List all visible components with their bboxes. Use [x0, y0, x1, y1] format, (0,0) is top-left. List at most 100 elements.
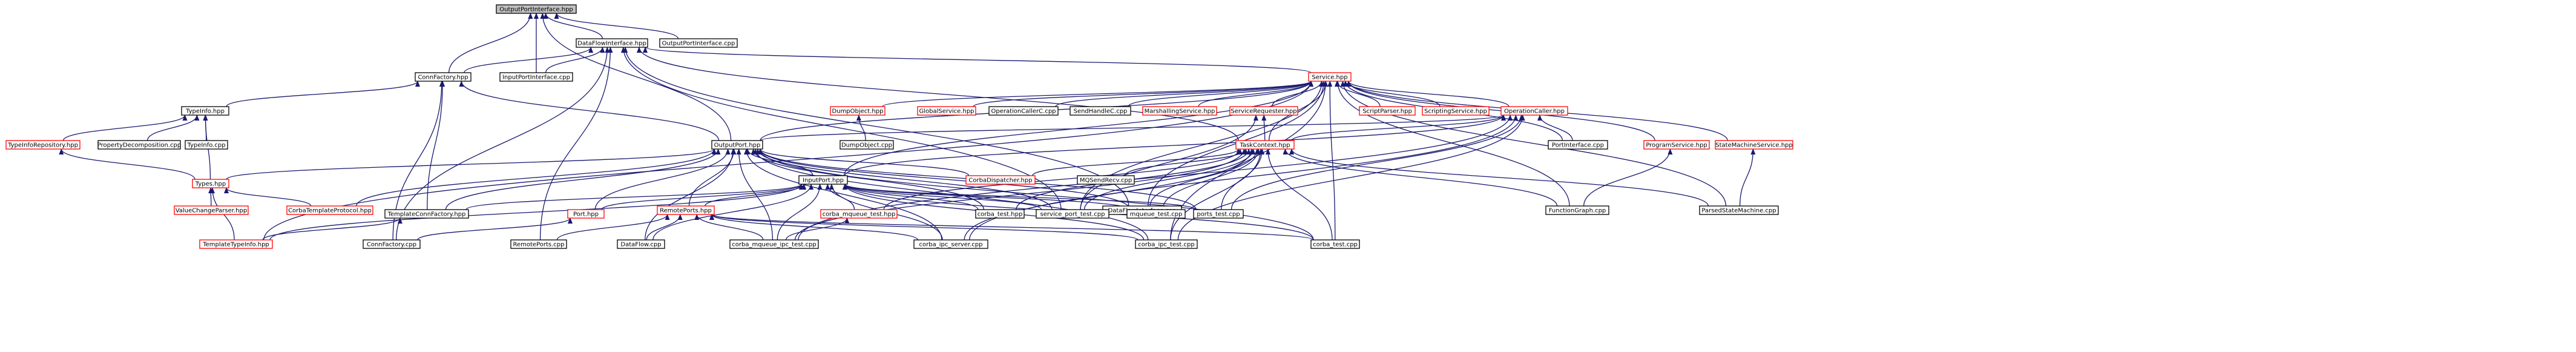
- include-edge: [445, 148, 721, 210]
- include-edge: [1583, 148, 1673, 207]
- node-propertydecomposition-cpp[interactable]: PropertyDecomposition.cpp: [97, 140, 182, 150]
- node-remoteports-cpp[interactable]: RemotePorts.cpp: [510, 239, 567, 249]
- node-box: [1135, 239, 1198, 249]
- node-outputportinterface-cpp[interactable]: OutputPortInterface.cpp: [659, 38, 738, 48]
- node-box: [1308, 72, 1352, 82]
- node-layer: OutputPortInterface.hppDataFlowInterface…: [5, 4, 1793, 249]
- node-inputportinterface-cpp[interactable]: InputPortInterface.cpp: [499, 72, 573, 82]
- node-corba-mqueue-test-hpp[interactable]: corba_mqueue_test.hpp: [820, 209, 898, 219]
- node-box: [729, 239, 819, 249]
- node-corba-test-hpp[interactable]: corba_test.hpp: [975, 209, 1025, 219]
- include-edge: [883, 148, 1243, 210]
- node-templatetypeinfo-hpp[interactable]: TemplateTypeInfo.hpp: [199, 239, 273, 249]
- node-label: StateMachineService.hpp: [1715, 142, 1793, 149]
- node-box: [659, 38, 738, 48]
- include-edge: [798, 115, 1513, 241]
- node-box: [1548, 140, 1608, 150]
- node-label: TaskContext.hpp: [1240, 142, 1290, 149]
- node-typeinforepository-hpp[interactable]: TypeInfoRepository.hpp: [5, 140, 80, 150]
- node-remoteports-hpp[interactable]: RemotePorts.hpp: [657, 205, 715, 215]
- node-label: SendHandleC.cpp: [1074, 108, 1128, 115]
- node-box: [286, 205, 373, 215]
- node-ports-test-cpp[interactable]: ports_test.cpp: [1193, 209, 1244, 219]
- node-scriptingservice-hpp[interactable]: ScriptingService.hpp: [1422, 106, 1490, 116]
- include-edge: [1265, 148, 1333, 241]
- node-connfactory-cpp[interactable]: ConnFactory.cpp: [363, 239, 421, 249]
- node-corba-ipc-test-cpp[interactable]: corba_ipc_test.cpp: [1135, 239, 1198, 249]
- node-corba-test-cpp[interactable]: corba_test.cpp: [1310, 239, 1360, 249]
- node-portinterface-cpp[interactable]: PortInterface.cpp: [1548, 140, 1608, 150]
- node-service-port-test-cpp[interactable]: service_port_test.cpp: [1036, 209, 1109, 219]
- node-operationcallerc-cpp[interactable]: OperationCallerC.cpp: [988, 106, 1059, 116]
- node-mqueue-test-cpp[interactable]: mqueue_test.cpp: [1126, 209, 1186, 219]
- include-edge: [1346, 81, 1510, 107]
- node-operationcaller-hpp[interactable]: OperationCaller.hpp: [1500, 106, 1568, 116]
- node-statemachineservice-hpp[interactable]: StateMachineService.hpp: [1715, 140, 1793, 150]
- node-corbatemplateprotocol-hpp[interactable]: CorbaTemplateProtocol.hpp: [286, 205, 373, 215]
- node-dataflow-cpp[interactable]: DataFlow.cpp: [617, 239, 665, 249]
- node-label: DataFlow.cpp: [620, 242, 661, 248]
- node-label: TemplateTypeInfo.hpp: [202, 242, 269, 248]
- node-typeinfo-cpp[interactable]: TypeInfo.cpp: [185, 140, 228, 150]
- node-inputport-hpp[interactable]: InputPort.hpp: [798, 175, 848, 185]
- include-edge: [1177, 115, 1525, 241]
- include-edge: [554, 13, 679, 39]
- node-service-hpp[interactable]: Service.hpp: [1308, 72, 1352, 82]
- node-programservice-hpp[interactable]: ProgramService.hpp: [1643, 140, 1710, 150]
- node-connfactory-hpp[interactable]: ConnFactory.hpp: [415, 72, 472, 82]
- node-dumpobject-hpp[interactable]: DumpObject.hpp: [830, 106, 886, 116]
- include-edge: [556, 214, 670, 241]
- include-edge: [882, 81, 1313, 107]
- include-edge: [448, 13, 533, 73]
- include-edge: [694, 214, 764, 241]
- node-port-hpp[interactable]: Port.hpp: [567, 209, 605, 219]
- include-edge: [262, 218, 402, 241]
- node-types-hpp[interactable]: Types.hpp: [192, 179, 229, 188]
- node-box: [1077, 175, 1135, 185]
- node-parsedstatemachine-cpp[interactable]: ParsedStateMachine.cpp: [1699, 205, 1779, 215]
- node-label: ProgramService.hpp: [1646, 142, 1707, 149]
- include-edge: [1291, 115, 1506, 141]
- include-edge: [62, 115, 188, 141]
- node-label: RemotePorts.cpp: [513, 242, 565, 248]
- include-edge: [1032, 148, 1241, 176]
- node-outputport-hpp[interactable]: OutputPort.hpp: [711, 140, 763, 150]
- include-edge: [643, 47, 1312, 73]
- node-box: [965, 175, 1036, 185]
- include-edge: [1055, 81, 1313, 107]
- node-box: [1500, 106, 1568, 116]
- node-box: [711, 140, 763, 150]
- node-box: [1070, 106, 1131, 116]
- node-sendhandlec-cpp[interactable]: SendHandleC.cpp: [1070, 106, 1131, 116]
- node-functiongraph-cpp[interactable]: FunctionGraph.cpp: [1545, 205, 1609, 215]
- node-corbadispatcher-hpp[interactable]: CorbaDispatcher.hpp: [965, 175, 1036, 185]
- include-edge: [973, 81, 1313, 107]
- include-edge: [539, 47, 613, 241]
- node-dumpobject-cpp[interactable]: DumpObject.cpp: [840, 140, 894, 150]
- node-typeinfo-hpp[interactable]: TypeInfo.hpp: [181, 106, 229, 116]
- node-box: [97, 140, 181, 150]
- node-taskcontext-hpp[interactable]: TaskContext.hpp: [1235, 140, 1295, 150]
- node-corba-ipc-server-cpp[interactable]: corba_ipc_server.cpp: [913, 239, 988, 249]
- node-box: [496, 4, 577, 14]
- node-valuechangeparser-hpp[interactable]: ValueChangeParser.hpp: [174, 205, 249, 215]
- node-label: OutputPort.hpp: [714, 142, 761, 149]
- node-dataflowinterface-hpp[interactable]: DataFlowInterface.hpp: [576, 38, 648, 48]
- node-templateconnfactory-hpp[interactable]: TemplateConnFactory.hpp: [384, 209, 469, 219]
- include-edge: [594, 148, 731, 210]
- node-label: ScriptParser.hpp: [1362, 108, 1412, 115]
- include-edge: [1198, 81, 1313, 107]
- node-label: ValueChangeParser.hpp: [176, 208, 247, 214]
- node-mqsendrecv-cpp[interactable]: MQSendRecv.cpp: [1077, 175, 1135, 185]
- include-edge: [1283, 148, 1558, 207]
- node-box: [988, 106, 1059, 116]
- node-servicerequester-hpp[interactable]: ServiceRequester.hpp: [1229, 106, 1298, 116]
- node-globalservice-hpp[interactable]: GlobalService.hpp: [917, 106, 976, 116]
- include-edge: [652, 184, 814, 241]
- include-edge: [1230, 115, 1524, 210]
- node-label: corba_ipc_test.cpp: [1138, 242, 1194, 248]
- node-corba-mqueue-ipc-test-cpp[interactable]: corba_mqueue_ipc_test.cpp: [729, 239, 819, 249]
- node-scriptparser-hpp[interactable]: ScriptParser.hpp: [1359, 106, 1416, 116]
- node-marshallingservice-hpp[interactable]: MarshallingService.hpp: [1142, 106, 1217, 116]
